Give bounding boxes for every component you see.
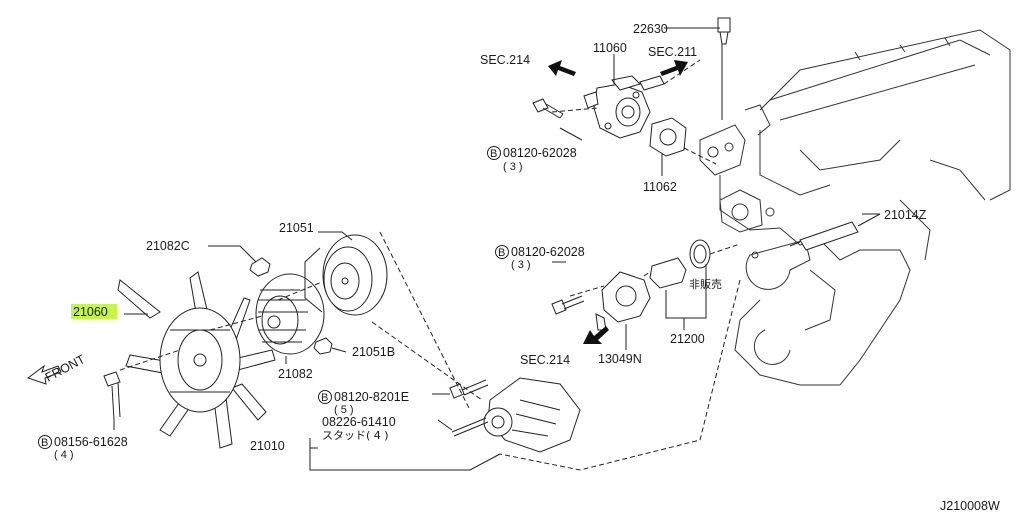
label-21200[interactable]: 21200 xyxy=(670,332,705,346)
nut-21082c xyxy=(249,257,271,277)
label-bolt-top[interactable]: 08120-62028 xyxy=(503,146,577,160)
engine-block xyxy=(699,29,1011,386)
label-11062[interactable]: 11062 xyxy=(643,180,677,194)
label-front: FRONT xyxy=(43,352,88,385)
label-13049n[interactable]: 13049N xyxy=(598,352,642,366)
temp-sensor-22630 xyxy=(717,17,731,45)
sec211-arrow xyxy=(660,60,688,76)
label-stud-qty: スタッド( 4 ) xyxy=(322,429,389,442)
bolt-symbol-8201e: B xyxy=(321,392,328,404)
label-bolt-mid-qty: ( 3 ) xyxy=(511,259,531,271)
water-pump-21010 xyxy=(483,377,581,453)
label-bolt-mid[interactable]: 08120-62028 xyxy=(511,245,585,259)
bolt-symbol-icon-fan xyxy=(38,435,52,449)
label-bolt-fan[interactable]: 08156-61628 xyxy=(54,435,128,449)
drawing-id: J210008W xyxy=(940,499,1000,512)
thermostat-housing-upper xyxy=(583,75,665,139)
bolt-mid xyxy=(551,295,585,315)
labels: 22630 11060 SEC.211 SEC.214 B 08120-6202… xyxy=(38,22,1000,512)
nut-21051b xyxy=(313,337,333,355)
label-bolt-fan-qty: ( 4 ) xyxy=(54,449,74,461)
pulley-21051 xyxy=(304,234,388,316)
label-21051[interactable]: 21051 xyxy=(279,221,314,235)
gasket-11062 xyxy=(649,117,687,157)
bolt-symbol-icon-top xyxy=(487,146,501,160)
fan-coupling-21082 xyxy=(255,273,325,355)
bolt-8201e xyxy=(449,379,489,399)
label-21051b[interactable]: 21051B xyxy=(352,345,395,359)
label-sec214-mid[interactable]: SEC.214 xyxy=(520,353,570,367)
label-sec214-top[interactable]: SEC.214 xyxy=(480,53,530,67)
bolt-symbol-fan: B xyxy=(41,437,48,449)
sec214-mid-arrow xyxy=(583,326,609,344)
front-arrow xyxy=(26,364,62,385)
label-11060[interactable]: 11060 xyxy=(593,41,627,55)
thermostat-21200 xyxy=(649,239,711,289)
bolt-symbol-icon-8201e xyxy=(318,390,332,404)
label-bolt-top-qty: ( 3 ) xyxy=(503,161,523,173)
highlight-21060 xyxy=(71,304,117,319)
label-sec211[interactable]: SEC.211 xyxy=(648,45,697,59)
bolt-symbol-icon-mid xyxy=(495,245,509,259)
bolt-symbol-mid: B xyxy=(498,247,505,259)
label-not-sold: 非販売 xyxy=(689,278,722,291)
sec214-top-arrow xyxy=(548,60,576,76)
label-21010[interactable]: 21010 xyxy=(250,439,285,453)
label-21082c[interactable]: 21082C xyxy=(146,239,190,253)
bolt-symbol-top: B xyxy=(490,148,497,160)
label-stud[interactable]: 08226-61410 xyxy=(322,415,396,429)
leader-lines xyxy=(113,27,881,471)
label-bolt-8201e[interactable]: 08120-8201E xyxy=(334,390,409,404)
label-21060[interactable]: 21060 xyxy=(73,305,108,319)
label-21082[interactable]: 21082 xyxy=(278,367,313,381)
bolt-top xyxy=(532,98,564,119)
cooling-fan xyxy=(117,271,276,449)
thermostat-housing-13049n xyxy=(595,271,651,331)
label-bolt-8201e-qty: ( 5 ) xyxy=(334,404,354,416)
label-22630[interactable]: 22630 xyxy=(633,22,668,36)
hose-21014z xyxy=(789,221,859,251)
label-21014z[interactable]: 21014Z xyxy=(884,208,927,222)
stud-bolt xyxy=(451,417,489,437)
fan-bolt xyxy=(103,371,121,421)
